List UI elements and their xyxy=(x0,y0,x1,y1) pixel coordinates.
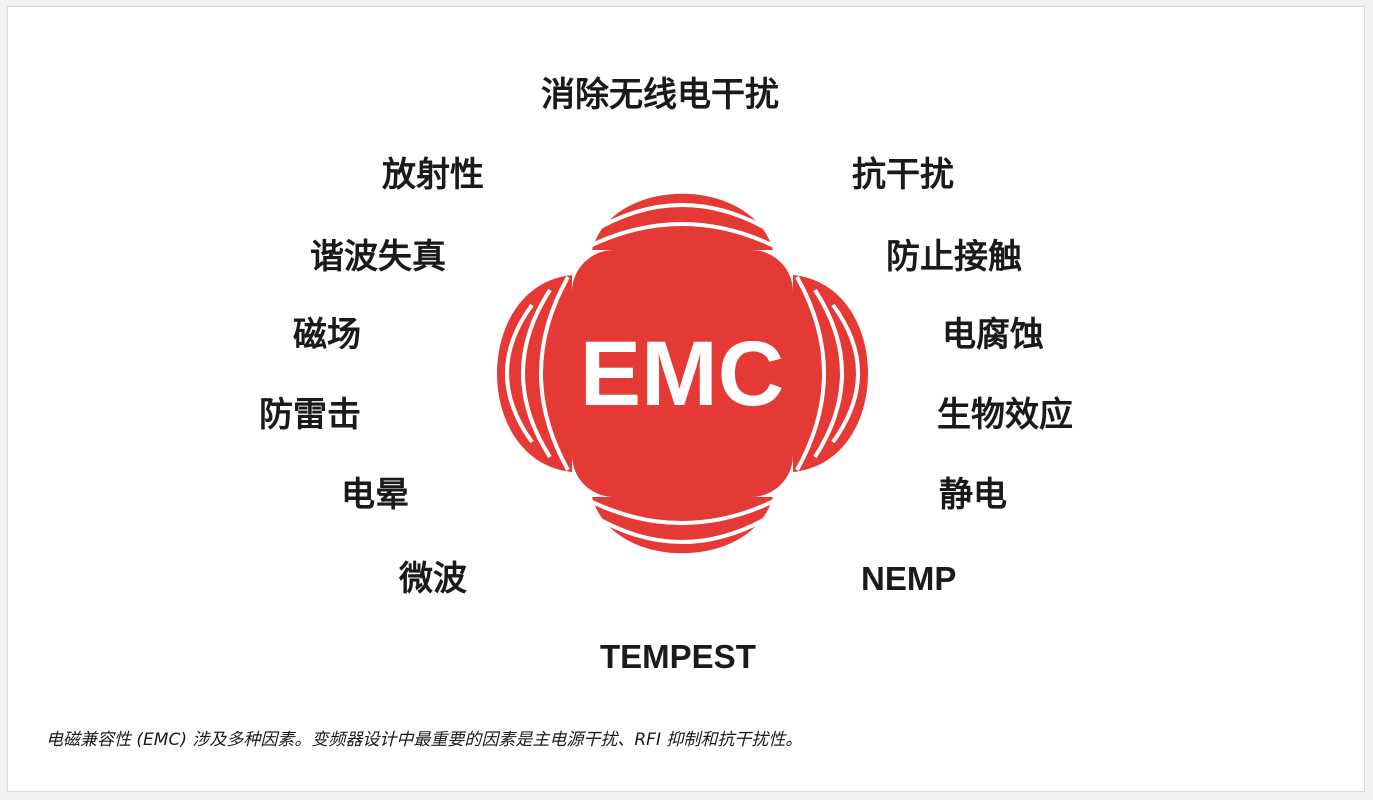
label-right-3: 电腐蚀 xyxy=(942,315,1044,355)
label-top: 消除无线电干扰 xyxy=(541,75,779,115)
label-right-6: NEMP xyxy=(861,560,957,597)
label-right-1: 抗干扰 xyxy=(852,155,954,195)
label-left-1: 放射性 xyxy=(382,155,484,195)
label-right-5: 静电 xyxy=(939,475,1007,515)
figure-caption: 电磁兼容性 (EMC) 涉及多种因素。变频器设计中最重要的因素是主电源干扰、RF… xyxy=(46,730,803,750)
label-left-2: 谐波失真 xyxy=(310,237,446,277)
center-label: EMC xyxy=(580,323,784,425)
emc-emblem: EMC xyxy=(497,188,868,559)
label-left-4: 防雷击 xyxy=(259,395,361,435)
label-bottom: TEMPEST xyxy=(600,638,756,675)
label-right-4: 生物效应 xyxy=(937,395,1073,435)
label-right-2: 防止接触 xyxy=(886,237,1022,277)
label-left-3: 磁场 xyxy=(293,315,361,355)
label-left-6: 微波 xyxy=(399,559,467,599)
label-left-5: 电晕 xyxy=(341,475,409,515)
